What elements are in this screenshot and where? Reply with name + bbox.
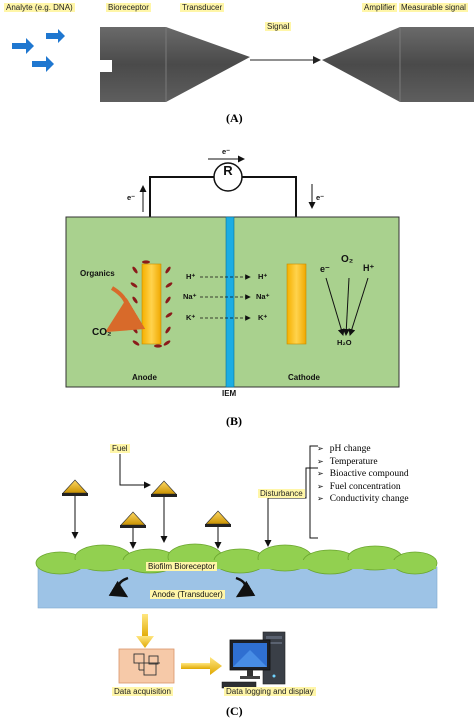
disturbance-item: ➢Bioactive compound [317, 469, 409, 479]
analyte-label: Analyte (e.g. DNA) [4, 3, 75, 12]
disturbance-item: ➢Temperature [317, 456, 378, 467]
organics-label: Organics [80, 269, 115, 278]
anode-electrode [141, 263, 162, 345]
fuel-arrow [119, 454, 151, 489]
analyte-icon [12, 29, 65, 72]
ion-right-na: Na⁺ [256, 292, 270, 301]
amplifier-body [322, 27, 474, 102]
biofilm-layer [35, 543, 438, 575]
electron-label-top: e⁻ [222, 147, 231, 156]
cathode-e-label: e⁻ [320, 264, 330, 274]
circuit-icon [133, 653, 160, 676]
ion-right-k: K⁺ [258, 313, 268, 322]
reaction-arrow-o2 [342, 277, 350, 336]
anode-label: Anode [132, 373, 157, 382]
computer-icon [221, 631, 286, 689]
bioreceptor-transducer-body [100, 27, 250, 102]
signal-label: Signal [265, 22, 292, 31]
data-acquisition-box [118, 648, 175, 684]
panel-b-graphic [65, 155, 400, 388]
electron-label-left: e⁻ [127, 193, 136, 202]
co2-label: CO₂ [92, 327, 112, 338]
panel-a-graphic [12, 27, 474, 102]
disturbances-bracket [309, 445, 318, 539]
electron-arrow-left [108, 576, 129, 598]
ion-left-k: K⁺ [186, 313, 196, 322]
disturbance-item: ➢Fuel concentration [317, 481, 401, 492]
reaction-arrow-h [348, 277, 369, 336]
yellow-arrow-right [181, 657, 222, 675]
cathode-o2-label: O₂ [341, 254, 354, 265]
transducer-label: Transducer [180, 3, 225, 12]
ion-left-h: H⁺ [186, 272, 196, 281]
fuel-label: Fuel [110, 444, 130, 453]
resistor-label: R [223, 163, 233, 178]
disturbance-label: Disturbance [258, 489, 305, 498]
biofilm-label: Biofilm Bioreceptor [146, 562, 218, 571]
yellow-arrow-down [136, 614, 154, 648]
caption-b: (B) [226, 414, 242, 428]
caption-c: (C) [226, 704, 243, 718]
measurable-signal-label: Measurable signal [399, 3, 468, 12]
ion-left-na: Na⁺ [183, 292, 197, 301]
cathode-label: Cathode [288, 373, 320, 382]
anode-transducer-label: Anode (Transducer) [150, 590, 225, 599]
reaction-arrow-e [325, 277, 345, 336]
disturbance-item: ➢pH change [317, 444, 371, 454]
data-acquisition-label: Data acquisition [112, 687, 173, 696]
cathode-electrode [286, 263, 307, 345]
electron-label-right: e⁻ [316, 193, 325, 202]
electron-arrow-right [235, 576, 256, 598]
bioreceptor-label: Bioreceptor [106, 3, 151, 12]
resistor [213, 162, 243, 192]
amplifier-label: Amplifier [362, 3, 398, 12]
caption-a: (A) [226, 111, 243, 125]
disturbance-list: ➢pH change ➢Temperature ➢Bioactive compo… [317, 443, 409, 506]
analyte-triangle-icons [62, 479, 231, 528]
disturbance-item: ➢Conductivity change [317, 494, 409, 504]
cathode-h-label: H⁺ [363, 263, 375, 273]
organics-to-co2-arrow [105, 286, 146, 333]
membrane-label: IEM [222, 389, 237, 398]
data-logging-label: Data logging and display [224, 687, 316, 696]
ion-right-h: H⁺ [258, 272, 268, 281]
ion-exchange-membrane [225, 216, 235, 388]
water-label: H₂O [337, 338, 352, 347]
